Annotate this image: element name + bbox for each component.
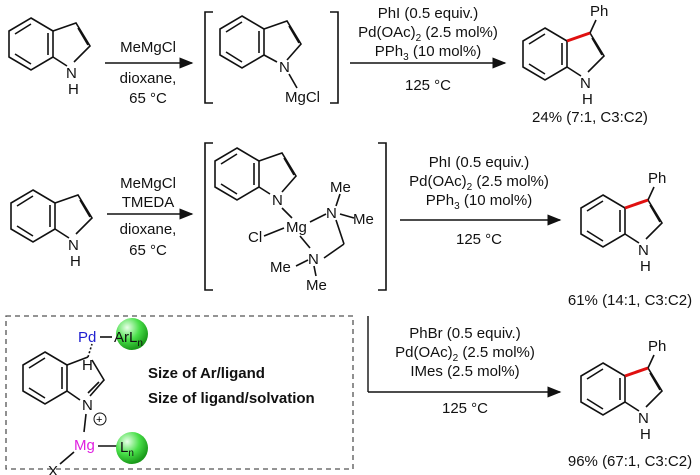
ligand-sphere-mg xyxy=(116,432,148,464)
h-label: H xyxy=(640,258,651,275)
h-label: H xyxy=(82,357,93,374)
indole-reactant-row1: N H xyxy=(8,17,92,98)
n-label: N xyxy=(308,251,319,268)
yield-row2: 61% (14:1, C3:C2) xyxy=(568,292,692,309)
arrow-row2-step1: MeMgCl TMEDA dioxane, 65 °C xyxy=(107,175,194,259)
reagent-phbr: PhBr (0.5 equiv.) xyxy=(409,325,520,342)
catalyst-pdoac2: Pd(OAc)2 (2.5 mol%) xyxy=(409,173,549,193)
nh-label: N xyxy=(68,237,79,254)
solvent-dioxane: dioxane, xyxy=(120,70,177,87)
bracket-intermediate-row2 xyxy=(204,142,387,291)
h-label: H xyxy=(68,81,79,98)
arrow-row2-step2: PhI (0.5 equiv.) Pd(OAc)2 (2.5 mol%) PPh… xyxy=(400,154,562,248)
reagent-phi: PhI (0.5 equiv.) xyxy=(378,5,479,22)
nh-label: N xyxy=(580,75,591,92)
nh-label: N xyxy=(638,242,649,259)
cl-label: Cl xyxy=(248,229,262,246)
mg-label: Mg xyxy=(74,437,95,454)
transition-state-structure: H Pd ArLn N + Mg Ln X xyxy=(22,318,148,475)
me-label: Me xyxy=(270,259,291,276)
mgcl-label: MgCl xyxy=(285,89,320,106)
ts-label-size-ligand-solvation: Size of ligand/solvation xyxy=(148,390,315,407)
ph-label: Ph xyxy=(648,170,666,187)
temperature: 125 °C xyxy=(405,77,451,94)
me-label: Me xyxy=(330,179,351,196)
ligand-imes: IMes (2.5 mol%) xyxy=(410,363,519,380)
reagent-memgcl: MeMgCl xyxy=(120,39,176,56)
mg-label: Mg xyxy=(286,219,307,236)
l-label: Ln xyxy=(120,439,134,459)
h-label: H xyxy=(640,426,651,443)
me-label: Me xyxy=(306,277,327,294)
h-label: H xyxy=(582,91,593,108)
ligand-sphere-pd xyxy=(116,318,148,350)
x-label: X xyxy=(48,463,58,475)
indole-reactant-row2: N H xyxy=(10,189,94,270)
n-label: N xyxy=(272,192,283,209)
temperature: 65 °C xyxy=(129,90,167,107)
phenylindole-product-row1: Ph N H xyxy=(522,3,608,108)
arrow-row1-step1: MeMgCl dioxane, 65 °C xyxy=(105,39,194,107)
n-label: N xyxy=(326,205,337,222)
h-label: H xyxy=(70,253,81,270)
ligand-pph3: PPh3 (10 mol%) xyxy=(375,43,481,63)
ph-label: Ph xyxy=(648,338,666,355)
ar-label: ArLn xyxy=(114,329,143,349)
temperature: 125 °C xyxy=(456,231,502,248)
ligand-pph3: PPh3 (10 mol%) xyxy=(426,192,532,212)
reagent-phi: PhI (0.5 equiv.) xyxy=(429,154,530,171)
nh-label: N xyxy=(638,410,649,427)
catalyst-pdoac2: Pd(OAc)2 (2.5 mol%) xyxy=(358,24,498,44)
arrow-row1-step2: PhI (0.5 equiv.) Pd(OAc)2 (2.5 mol%) PPh… xyxy=(350,5,507,94)
temperature: 65 °C xyxy=(129,242,167,259)
arrow-row3: PhBr (0.5 equiv.) Pd(OAc)2 (2.5 mol%) IM… xyxy=(367,316,562,417)
reagent-tmeda: TMEDA xyxy=(122,194,175,211)
n-label: N xyxy=(279,59,290,76)
bracket-intermediate-row1 xyxy=(204,11,339,104)
indolyl-magnesium-chloride: N MgCl xyxy=(219,15,320,106)
n-label: N xyxy=(82,397,93,414)
ph-label: Ph xyxy=(590,3,608,20)
temperature: 125 °C xyxy=(442,400,488,417)
me-label: Me xyxy=(353,211,374,228)
plus-charge: + xyxy=(96,414,102,426)
catalyst-pdoac2: Pd(OAc)2 (2.5 mol%) xyxy=(395,344,535,364)
solvent-dioxane: dioxane, xyxy=(120,221,177,238)
ts-label-size-ar-ligand: Size of Ar/ligand xyxy=(148,365,265,382)
phenylindole-product-row2: Ph N H xyxy=(580,170,666,275)
indolyl-mg-tmeda-complex: N Mg Cl N Me Me N Me Me xyxy=(214,147,374,294)
phenylindole-product-row3: Ph N H xyxy=(580,338,666,443)
pd-label: Pd xyxy=(78,329,96,346)
yield-row1: 24% (7:1, C3:C2) xyxy=(532,109,648,126)
transition-state-box xyxy=(5,315,354,470)
yield-row3: 96% (67:1, C3:C2) xyxy=(568,453,692,470)
nh-label: N xyxy=(66,65,77,82)
reagent-memgcl: MeMgCl xyxy=(120,175,176,192)
